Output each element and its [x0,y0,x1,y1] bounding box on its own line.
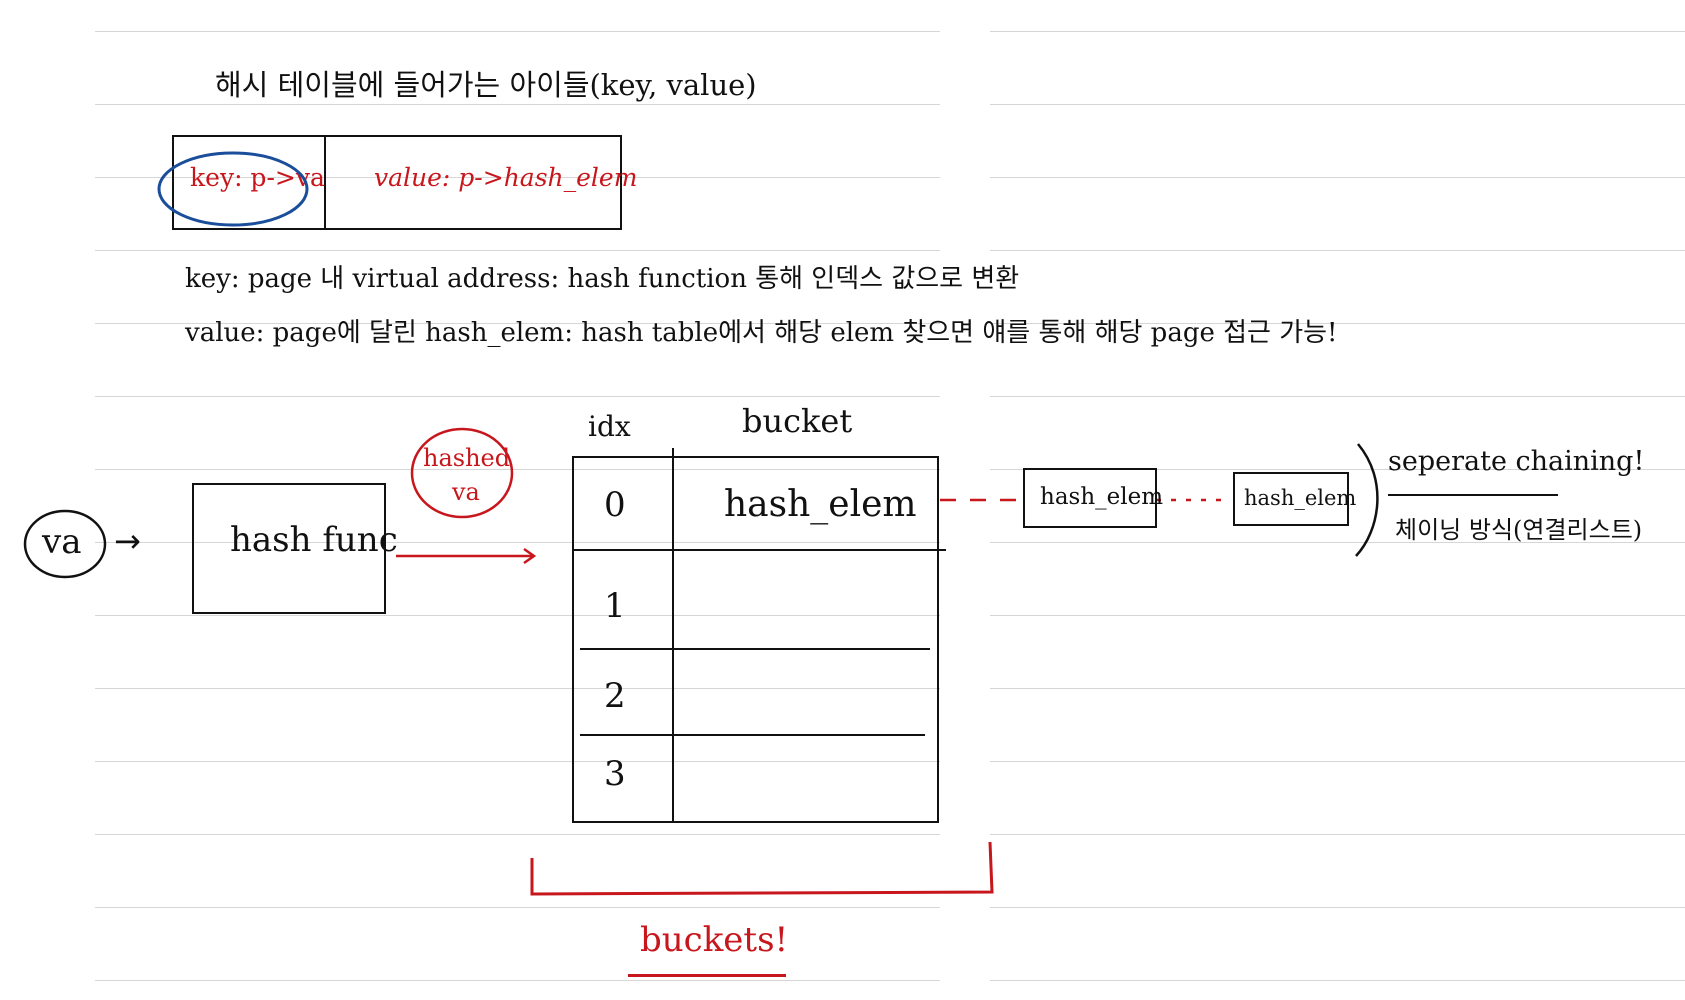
hash-table: 0 1 2 3 hash_elem [572,448,946,823]
key-circle-annotation [157,151,309,227]
chain-node-1-label: hash_elem [1040,484,1164,510]
row-divider [580,734,925,736]
bucket-header: bucket [742,402,853,440]
hashed-va-circle [410,427,514,519]
bucket-0-elem: hash_elem [724,484,917,525]
idx-0: 0 [604,485,626,525]
idx-column-divider [672,448,674,823]
idx-header: idx [588,410,631,443]
hash-func-box [192,483,386,614]
buckets-bracket [530,841,994,896]
hashed-label-1: hashed [423,444,511,472]
hashed-label-2: va [452,478,480,506]
hash-func-label: hash func [230,520,398,560]
va-label: va [42,522,82,562]
chaining-underline [1388,494,1558,496]
heading: 해시 테이블에 들어가는 아이들(key, value) [215,68,757,102]
idx-3: 3 [604,754,626,794]
va-arrow-icon: → [114,522,141,560]
chaining-note: 체이닝 방식(연결리스트) [1395,516,1643,544]
row-divider [580,648,930,650]
idx-1: 1 [604,586,626,626]
entry-divider [324,135,326,230]
chaining-title: seperate chaining! [1388,446,1645,477]
buckets-label: buckets! [640,920,789,960]
entry-value: value: p->hash_elem [374,163,638,192]
chain-links [940,498,1230,502]
chaining-bracket [1355,443,1379,557]
va-circle [23,509,107,579]
key-note: key: page 내 virtual address: hash functi… [185,264,1020,294]
value-note: value: page에 달린 hash_elem: hash table에서 … [185,318,1338,348]
hashed-arrow-icon [396,547,537,565]
chain-node-2-label: hash_elem [1244,486,1357,510]
row-divider [574,549,946,551]
chain-node-2 [1233,472,1349,526]
idx-2: 2 [604,676,626,716]
chain-node-1 [1023,468,1157,528]
buckets-underline [628,974,786,977]
